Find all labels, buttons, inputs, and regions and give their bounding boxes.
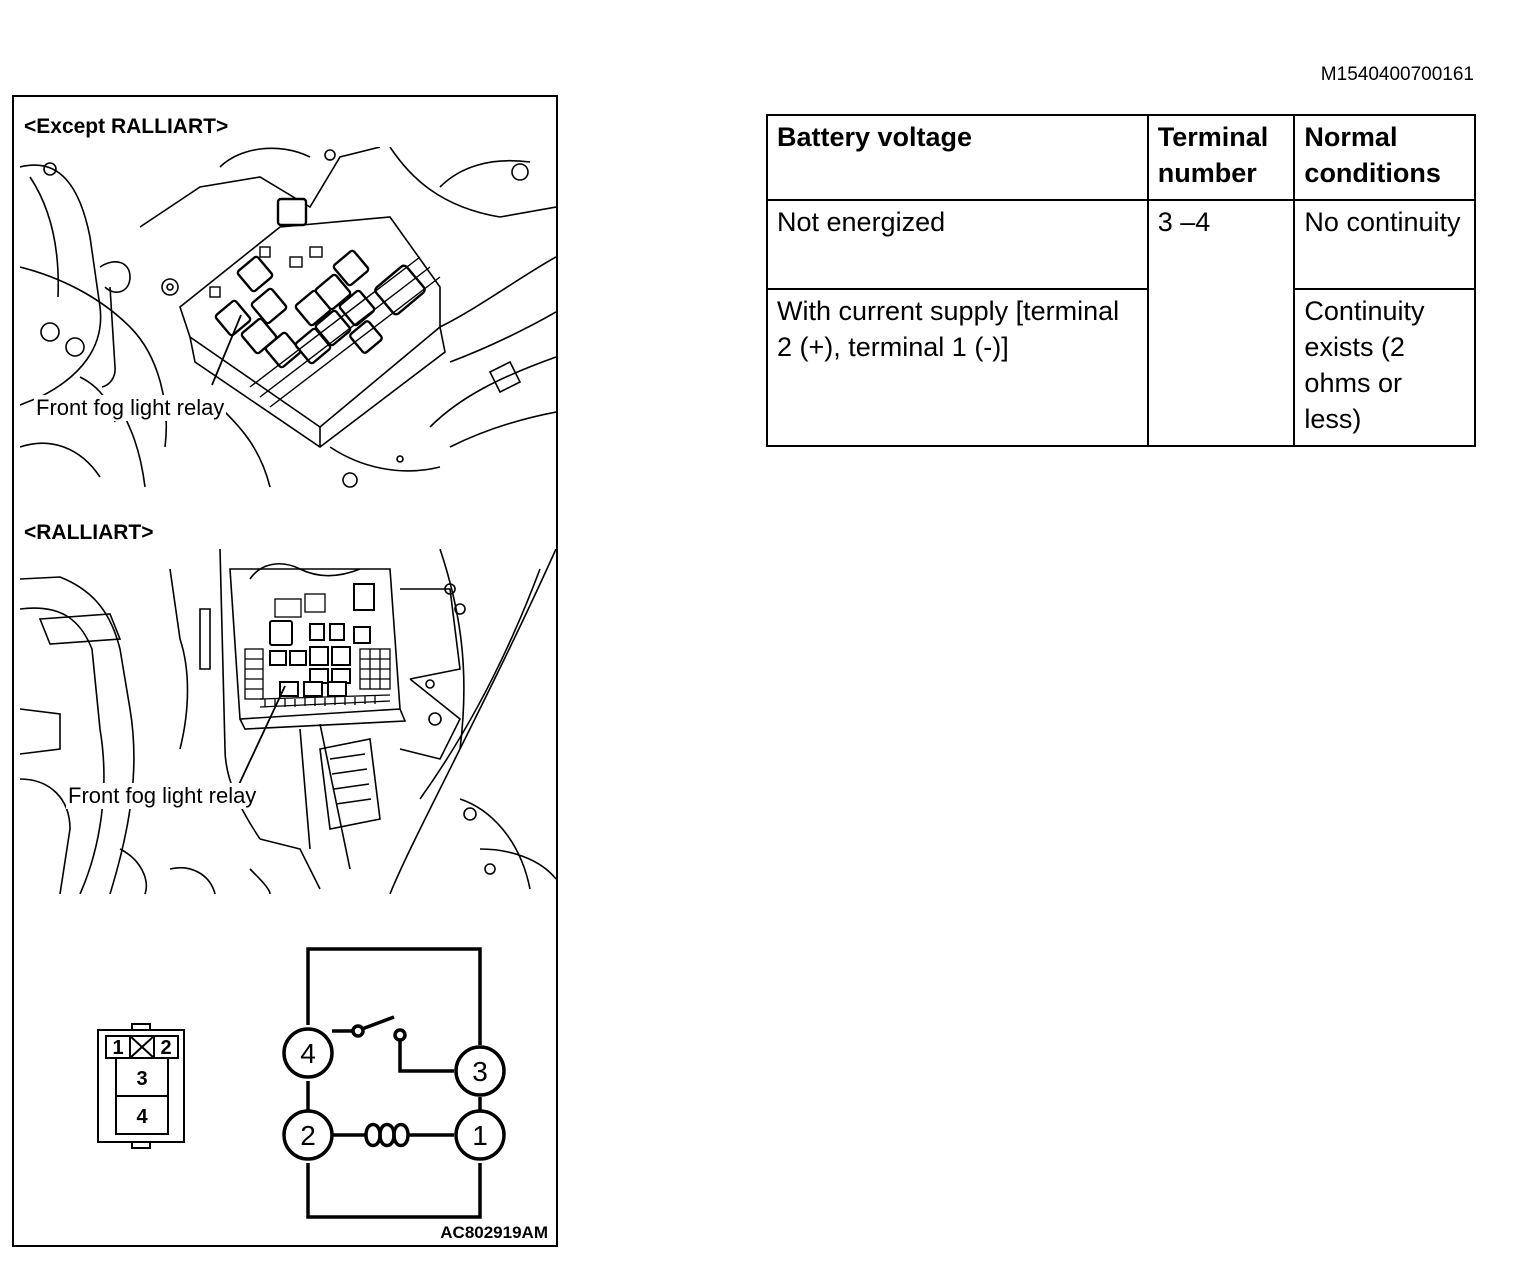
connector-pin-4: 4	[136, 1106, 148, 1128]
table-row: Not energized 3 –4 No continuity	[766, 199, 1476, 447]
cell-battery-voltage: Not energized	[766, 199, 1149, 290]
callout-front-fog-light-relay: Front fog light relay	[34, 395, 227, 421]
terminal-3-node	[454, 1045, 506, 1097]
section-label-ralliart: <RALLIART>	[24, 521, 154, 544]
callout-leader-line	[234, 685, 286, 794]
table-header-row: Battery voltage Terminal number Normal c…	[766, 114, 1476, 201]
cell-battery-voltage: With current supply [terminal 2 (+), ter…	[766, 288, 1149, 447]
connector-pin-1: 1	[112, 1037, 123, 1059]
circuit-terminal-4: 4	[300, 1038, 316, 1069]
relay-connector-face: 1 2 3 4	[97, 1023, 185, 1149]
terminal-1-node	[454, 1109, 506, 1161]
header-terminal-number: Terminal number	[1146, 114, 1296, 201]
relay-circuit-diagram: 4 3 2 1	[282, 947, 506, 1219]
document-id: M1540400700161	[1320, 64, 1474, 85]
circuit-terminal-3: 3	[472, 1056, 488, 1087]
terminal-4-node	[282, 1027, 334, 1079]
engine-bay-illustration-ralliart	[20, 549, 556, 894]
circuit-terminal-1: 1	[472, 1120, 488, 1151]
cell-normal-conditions: No continuity	[1293, 199, 1476, 290]
callout-leader-line	[211, 314, 242, 386]
cell-terminal-number: 3 –4	[1146, 199, 1296, 447]
connector-pin-3: 3	[136, 1068, 147, 1090]
cell-normal-conditions: Continuity exists (2 ohms or less)	[1293, 288, 1476, 447]
header-battery-voltage: Battery voltage	[766, 114, 1149, 201]
engine-bay-illustration-except-ralliart	[20, 147, 556, 488]
section-label-except-ralliart: <Except RALLIART>	[24, 115, 229, 138]
connector-pin-2: 2	[160, 1037, 171, 1059]
header-normal-conditions: Normal conditions	[1293, 114, 1476, 201]
relay-continuity-table: Battery voltage Terminal number Normal c…	[766, 114, 1476, 447]
table-row: With current supply [terminal 2 (+), ter…	[766, 288, 1476, 447]
terminal-2-node	[282, 1109, 334, 1161]
circuit-terminal-2: 2	[300, 1120, 316, 1151]
relay-figure: <Except RALLIART>	[12, 95, 558, 1247]
callout-front-fog-light-relay: Front fog light relay	[66, 783, 259, 809]
figure-code: AC802919AM	[440, 1223, 548, 1242]
